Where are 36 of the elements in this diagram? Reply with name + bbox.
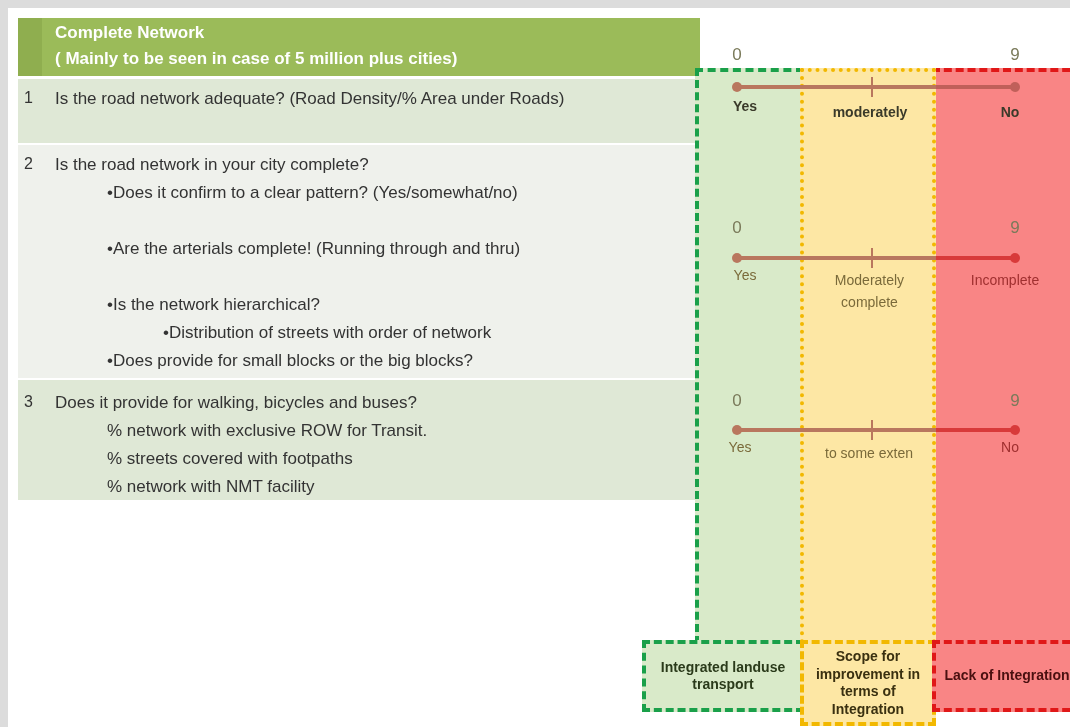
sub-question-text: •Distribution of streets with order of network	[163, 322, 493, 344]
zone-label: Scope for improvement in terms of Integration	[814, 648, 922, 718]
scale-answer: to some exten	[824, 444, 914, 463]
sub-question-text: •Are the arterials complete! (Running through and thru)	[107, 238, 522, 260]
scale-answer: Incomplete	[969, 271, 1041, 290]
sub-question-text: •Does provide for small blocks or the big blocks?	[107, 350, 474, 372]
scale-answer: Yes	[727, 438, 753, 457]
zone-label: Lack of Integration	[944, 667, 1070, 685]
scale-value: 9	[1009, 390, 1021, 412]
scale-value: 0	[731, 217, 743, 239]
scale-answer: Yes	[731, 97, 759, 116]
scale-value: 9	[1009, 44, 1021, 66]
scale-answer: No	[999, 103, 1021, 122]
scale-answer: Moderately complete	[833, 271, 906, 312]
zone-label: Integrated landuse transport	[659, 658, 787, 694]
row-number: 3	[24, 392, 34, 412]
scale-answer: Yes	[732, 266, 758, 285]
question-text: Does it provide for walking, bicycles and buses?	[55, 392, 418, 414]
sub-question-text: % network with NMT facility	[107, 476, 316, 498]
scale-answer: moderately	[831, 103, 909, 122]
zone-label-box	[932, 640, 1070, 712]
sub-question-text: % streets covered with footpaths	[107, 448, 354, 470]
scale-value: 9	[1009, 217, 1021, 239]
scale-answer: No	[1000, 438, 1020, 457]
sub-question-text: % network with exclusive ROW for Transit.	[107, 420, 429, 442]
row-number: 1	[24, 88, 34, 108]
header-text: Complete Network	[55, 22, 206, 44]
sub-question-text: •Is the network hierarchical?	[107, 294, 321, 316]
scale-value: 0	[731, 44, 743, 66]
scale-value: 0	[731, 390, 743, 412]
question-text: Is the road network in your city complete?	[55, 154, 370, 176]
sub-question-text: •Does it confirm to a clear pattern? (Yes/somewhat/no)	[107, 182, 519, 204]
row-number: 2	[24, 154, 34, 174]
question-text: Is the road network adequate? (Road Density/% Area under Roads)	[55, 88, 566, 110]
zone-label-box	[800, 640, 936, 726]
header-text: ( Mainly to be seen in case of 5 million plus cities)	[55, 48, 459, 70]
